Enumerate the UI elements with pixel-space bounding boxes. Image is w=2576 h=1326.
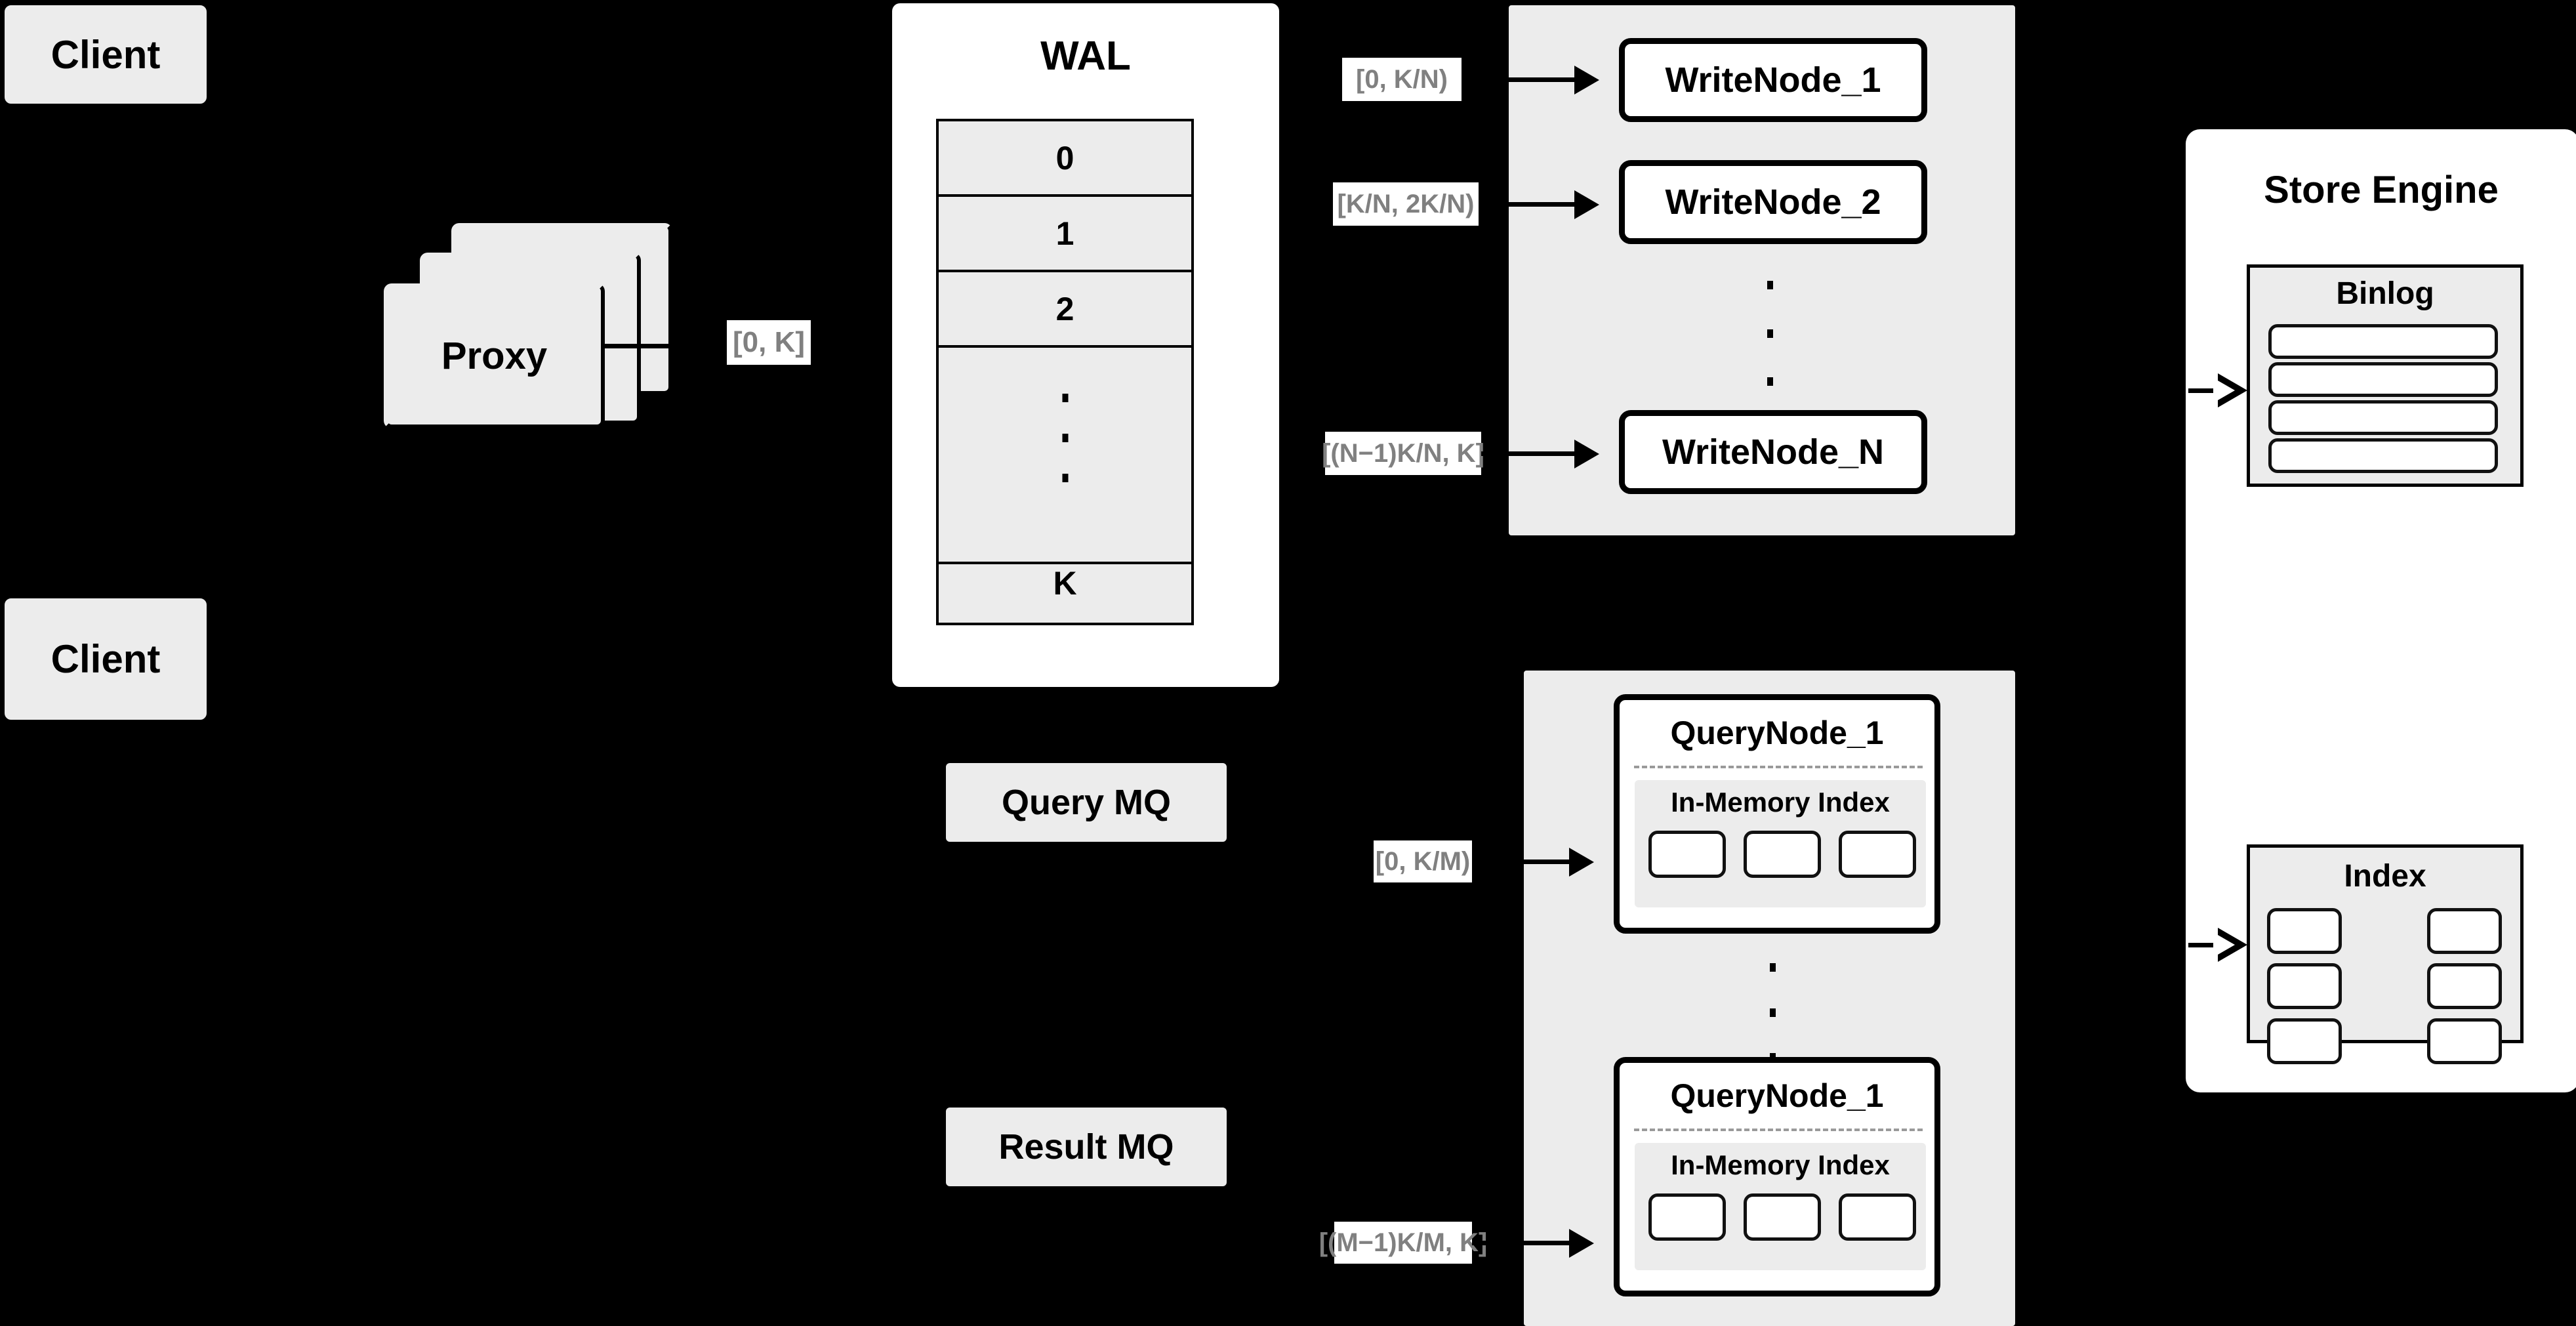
edge-label-query-node-m: [(M−1)K/M, K] bbox=[1319, 1222, 1487, 1264]
query-mq-box[interactable]: Query MQ bbox=[946, 763, 1227, 842]
edge-label-write-node-2: [K/N, 2K/N) bbox=[1333, 182, 1479, 226]
query-node-ellipsis bbox=[1770, 963, 1776, 1062]
edge-label-query-node-1: [0, K/M) bbox=[1374, 840, 1472, 882]
query-node-1-separator bbox=[1634, 766, 1923, 768]
wal-row-1: 1 bbox=[939, 197, 1191, 272]
edge-label-query-node-1-text: [0, K/M) bbox=[1375, 846, 1471, 876]
store-engine-title-text: Store Engine bbox=[2264, 168, 2499, 211]
query-node-m-index-slot-2 bbox=[1744, 1193, 1821, 1241]
wal-row-k: K bbox=[939, 564, 1191, 602]
binlog-segment-4 bbox=[2268, 438, 2498, 473]
edge-label-write-node-2-text: [K/N, 2K/N) bbox=[1337, 189, 1475, 218]
arrow-line-write-node-2 bbox=[1479, 202, 1577, 207]
wal-row-k-text: K bbox=[1053, 565, 1077, 602]
wal-row-0-text: 0 bbox=[1055, 139, 1074, 176]
query-node-m-index-slot-3 bbox=[1839, 1193, 1916, 1241]
binlog-title-text: Binlog bbox=[2336, 276, 2434, 311]
write-node-1-label: WriteNode_1 bbox=[1665, 60, 1881, 100]
arrow-line-query-node-1 bbox=[1472, 860, 1572, 864]
edge-label-write-node-1-text: [0, K/N) bbox=[1356, 64, 1448, 94]
wal-row-0: 0 bbox=[939, 121, 1191, 197]
write-node-ellipsis bbox=[1767, 281, 1773, 386]
arrow-line-write-node-n bbox=[1481, 451, 1577, 456]
query-node-m[interactable]: QueryNode_1 In-Memory Index bbox=[1614, 1057, 1940, 1296]
wal-row-2-text: 2 bbox=[1055, 290, 1074, 327]
arrow-head-query-node-m bbox=[1569, 1229, 1594, 1258]
query-node-1-index-slot-2 bbox=[1744, 831, 1821, 878]
query-node-m-separator bbox=[1634, 1129, 1923, 1131]
write-node-n[interactable]: WriteNode_N bbox=[1619, 410, 1927, 494]
query-node-1-index-slot-3 bbox=[1839, 831, 1916, 878]
edge-label-proxy-to-wal: [0, K] bbox=[727, 320, 811, 365]
wal-row-1-text: 1 bbox=[1055, 215, 1074, 252]
index-slot-2 bbox=[2427, 908, 2502, 954]
query-node-1-header: QueryNode_1 bbox=[1620, 709, 1934, 756]
client-box-1-label: Client bbox=[51, 32, 161, 77]
arrow-head-query-node-1 bbox=[1569, 848, 1594, 877]
index-slot-3 bbox=[2267, 963, 2342, 1009]
store-engine-title: Store Engine bbox=[2186, 167, 2576, 213]
wal-entry-table: 0 1 2 K bbox=[936, 119, 1194, 625]
arrow-head-write-node-2 bbox=[1574, 190, 1599, 219]
query-mq-label: Query MQ bbox=[1001, 783, 1172, 822]
query-node-m-label: QueryNode_1 bbox=[1670, 1077, 1884, 1114]
wal-row-2: 2 bbox=[939, 272, 1191, 348]
edge-label-write-node-1: [0, K/N) bbox=[1342, 58, 1462, 101]
client-box-2[interactable]: Client bbox=[5, 598, 207, 720]
client-box-2-label: Client bbox=[51, 637, 161, 681]
proxy-label: Proxy bbox=[441, 335, 548, 377]
edge-label-proxy-to-wal-text: [0, K] bbox=[733, 326, 805, 358]
query-node-m-header: QueryNode_1 bbox=[1620, 1072, 1934, 1119]
query-node-m-index-title: In-Memory Index bbox=[1637, 1145, 1924, 1186]
wal-row-ellipsis bbox=[939, 348, 1191, 564]
binlog-segment-2 bbox=[2268, 362, 2498, 397]
binlog-segment-1 bbox=[2268, 324, 2498, 359]
index-title: Index bbox=[2250, 848, 2520, 904]
arrow-head-to-index bbox=[2213, 928, 2247, 962]
edge-label-query-node-m-text: [(M−1)K/M, K] bbox=[1319, 1228, 1488, 1257]
write-node-2-label: WriteNode_2 bbox=[1665, 182, 1881, 222]
binlog-segment-3 bbox=[2268, 400, 2498, 435]
arrow-head-write-node-n bbox=[1574, 440, 1599, 468]
index-slot-5 bbox=[2267, 1018, 2342, 1064]
query-node-1[interactable]: QueryNode_1 In-Memory Index bbox=[1614, 694, 1940, 934]
write-node-n-label: WriteNode_N bbox=[1662, 432, 1885, 472]
wal-title: WAL bbox=[892, 33, 1279, 79]
wal-title-text: WAL bbox=[1040, 33, 1131, 79]
result-mq-box[interactable]: Result MQ bbox=[946, 1108, 1227, 1186]
arrow-head-write-node-1 bbox=[1574, 66, 1599, 94]
edge-label-write-node-n: [(N−1)K/N, K] bbox=[1322, 432, 1484, 475]
index-slot-6 bbox=[2427, 1018, 2502, 1064]
query-node-m-index-title-text: In-Memory Index bbox=[1671, 1150, 1890, 1180]
arrow-head-to-binlog bbox=[2213, 373, 2247, 407]
query-node-1-index-title: In-Memory Index bbox=[1637, 782, 1924, 823]
index-title-text: Index bbox=[2344, 858, 2426, 894]
binlog-box: Binlog bbox=[2247, 264, 2524, 487]
query-node-1-index-slot-1 bbox=[1648, 831, 1726, 878]
index-slot-1 bbox=[2267, 908, 2342, 954]
client-box-1[interactable]: Client bbox=[5, 5, 207, 104]
query-node-1-inmemory-index: In-Memory Index bbox=[1635, 780, 1926, 907]
result-mq-label: Result MQ bbox=[998, 1127, 1174, 1167]
arrow-line-query-node-m bbox=[1472, 1241, 1572, 1245]
proxy-card-front[interactable]: Proxy bbox=[384, 283, 605, 428]
arrow-line-write-node-1 bbox=[1462, 77, 1576, 82]
query-node-m-index-slot-1 bbox=[1648, 1193, 1726, 1241]
arrow-line-to-binlog bbox=[2188, 388, 2224, 393]
write-node-1[interactable]: WriteNode_1 bbox=[1619, 38, 1927, 122]
query-node-1-index-title-text: In-Memory Index bbox=[1671, 787, 1890, 818]
proxy-to-wal-connector bbox=[605, 344, 670, 348]
query-node-1-label: QueryNode_1 bbox=[1670, 715, 1884, 751]
wal-ellipsis-dots bbox=[1062, 394, 1068, 482]
query-node-m-inmemory-index: In-Memory Index bbox=[1635, 1143, 1926, 1270]
edge-label-write-node-n-text: [(N−1)K/N, K] bbox=[1322, 438, 1484, 468]
binlog-title: Binlog bbox=[2250, 268, 2520, 319]
arrow-line-to-index bbox=[2188, 943, 2224, 947]
index-box: Index bbox=[2247, 844, 2524, 1064]
write-node-2[interactable]: WriteNode_2 bbox=[1619, 160, 1927, 244]
index-slot-4 bbox=[2427, 963, 2502, 1009]
